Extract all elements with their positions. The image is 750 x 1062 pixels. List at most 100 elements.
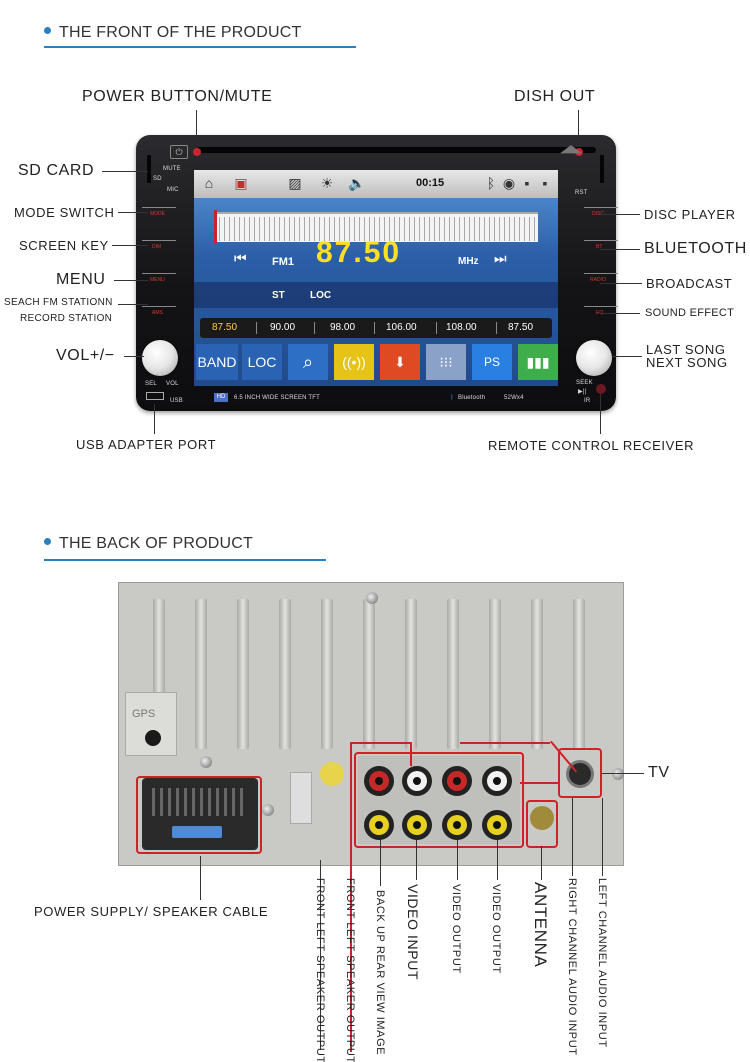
ps-button[interactable]: PS xyxy=(472,344,512,380)
rca-white-2[interactable] xyxy=(482,766,512,796)
power-icon[interactable]: ⏻ xyxy=(170,145,188,159)
gps-port[interactable] xyxy=(145,730,161,746)
picture-icon[interactable]: ▨ xyxy=(288,175,302,191)
antenna-highlight xyxy=(526,800,558,848)
power-speaker-connector[interactable] xyxy=(142,778,258,850)
equalizer-icon[interactable]: ▮▮▮ xyxy=(518,344,558,380)
label-screen-key: SCREEN KEY xyxy=(19,238,109,253)
label-sd-card: SD CARD xyxy=(18,162,95,179)
label-usb-adapter-port: USB ADAPTER PORT xyxy=(76,437,217,452)
radio-icon[interactable]: ▣ xyxy=(234,175,248,191)
leader-dish-out xyxy=(578,110,579,150)
seek-knob[interactable] xyxy=(576,340,612,376)
preset-bar: 87.50 90.00 98.00 106.00 108.00 87.50 xyxy=(200,318,552,338)
blank-plate xyxy=(290,772,312,824)
search-icon[interactable]: ⌕ xyxy=(288,344,328,380)
rca-yellow-3[interactable] xyxy=(442,810,472,840)
preset-1[interactable]: 87.50 xyxy=(212,322,238,333)
sel-text: SEL xyxy=(145,381,157,387)
grid-icon[interactable]: ⁝⁝⁝ xyxy=(426,344,466,380)
rca-yellow-1[interactable] xyxy=(364,810,394,840)
label-dish-out: DISH OUT xyxy=(514,88,596,105)
label-bluetooth: BLUETOOTH xyxy=(644,240,747,257)
preset-3[interactable]: 98.00 xyxy=(330,322,356,333)
screw xyxy=(262,804,274,816)
label-vol: VOL+/− xyxy=(56,347,115,364)
label-tv: TV xyxy=(648,764,670,781)
brightness-icon[interactable]: ☀ xyxy=(320,175,334,191)
rca-yellow-4[interactable] xyxy=(482,810,512,840)
next-icon[interactable]: ⏭ xyxy=(494,250,507,266)
label-back-up-rear: BACK UP REAR VIEW IMAGE xyxy=(374,890,386,1056)
label-video-output-2: VIDEO OUTPUT xyxy=(490,884,502,974)
mic-text: MIC xyxy=(167,187,179,193)
mode-key[interactable]: MODE xyxy=(142,207,176,223)
download-icon[interactable]: ⬇ xyxy=(380,344,420,380)
screw xyxy=(612,768,624,780)
gps-panel xyxy=(125,692,177,756)
label-sound-effect: SOUND EFFECT xyxy=(645,307,735,319)
volume-knob[interactable] xyxy=(142,340,178,376)
label-record-station: RECORD STATION xyxy=(20,313,113,324)
usb-port[interactable] xyxy=(146,392,164,400)
bt-badge-icon: ᛒ xyxy=(450,395,454,401)
screw xyxy=(200,756,212,768)
power-rating-text: 52Wx4 xyxy=(504,395,524,401)
loc-text: LOC xyxy=(310,290,332,301)
disc-key[interactable]: DISC xyxy=(584,207,618,223)
seek-text: SEEK xyxy=(576,380,593,386)
stereo-bar xyxy=(194,282,558,308)
disc-slot xyxy=(196,147,596,153)
usb-text: USB xyxy=(170,398,183,404)
sd-icon: ▪ xyxy=(524,175,530,191)
ce-sticker xyxy=(320,762,344,786)
rca-white-1[interactable] xyxy=(402,766,432,796)
antenna-port[interactable] xyxy=(530,806,554,830)
frequency-dial[interactable] xyxy=(214,212,538,242)
loc-button[interactable]: LOC xyxy=(242,344,282,380)
power-marker xyxy=(193,148,201,156)
tv-port[interactable] xyxy=(566,760,594,788)
preset-2[interactable]: 90.00 xyxy=(270,322,296,333)
rca-highlight xyxy=(354,752,524,848)
screen-desc-text: 6.5 INCH WIDE SCREEN TFT xyxy=(234,395,321,401)
radio-key[interactable]: RADIO xyxy=(584,273,618,289)
bluetooth-icon: ᛒ xyxy=(486,175,496,191)
volume-icon[interactable]: 🔈 xyxy=(348,175,366,191)
screw xyxy=(366,592,378,604)
sd-card-slot[interactable] xyxy=(147,155,151,183)
hd-badge: HD xyxy=(214,393,228,402)
screen-status-bar: ⌂ ▣ ▨ ☀ 🔈 00:15 ᛒ ◉ ▪ ▪ xyxy=(194,170,558,198)
home-icon[interactable]: ⌂ xyxy=(204,175,214,191)
label-front-left-speaker-1: FRONT LEFT SPEAKER OUTPUT xyxy=(314,878,326,1062)
prev-icon[interactable]: ⏮ xyxy=(234,250,247,266)
fuse xyxy=(172,826,222,838)
ams-key[interactable]: AMS xyxy=(142,306,176,322)
preset-6[interactable]: 87.50 xyxy=(508,322,534,333)
label-antenna: ANTENNA xyxy=(531,882,550,968)
label-right-channel-audio: RIGHT CHANNEL AUDIO INPUT xyxy=(566,878,578,1056)
preset-4[interactable]: 106.00 xyxy=(386,322,417,333)
rca-red-2[interactable] xyxy=(442,766,472,796)
broadcast-icon[interactable]: ((•)) xyxy=(334,344,374,380)
sd-text: SD xyxy=(153,176,162,182)
dim-key[interactable]: DIM xyxy=(142,240,176,256)
band-button[interactable]: BAND xyxy=(196,344,238,380)
rca-yellow-2[interactable] xyxy=(402,810,432,840)
rca-red-1[interactable] xyxy=(364,766,394,796)
tv-highlight xyxy=(558,748,602,798)
usb-icon: ▪ xyxy=(542,175,548,191)
st-text: ST xyxy=(272,290,285,301)
label-last-song: LAST SONG xyxy=(646,342,726,357)
preset-5[interactable]: 108.00 xyxy=(446,322,477,333)
bt-key[interactable]: BT xyxy=(584,240,618,256)
connector-highlight xyxy=(136,776,262,854)
ir-receiver xyxy=(596,384,606,394)
label-video-output-1: VIDEO OUTPUT xyxy=(450,884,462,974)
menu-key[interactable]: MENU xyxy=(142,273,176,289)
label-remote-control-receiver: REMOTE CONTROL RECEIVER xyxy=(488,438,695,453)
eq-key[interactable]: EQ xyxy=(584,306,618,322)
label-next-song: NEXT SONG xyxy=(646,355,728,370)
label-power-supply: POWER SUPPLY/ SPEAKER CABLE xyxy=(34,904,269,919)
eject-icon[interactable] xyxy=(560,145,582,154)
